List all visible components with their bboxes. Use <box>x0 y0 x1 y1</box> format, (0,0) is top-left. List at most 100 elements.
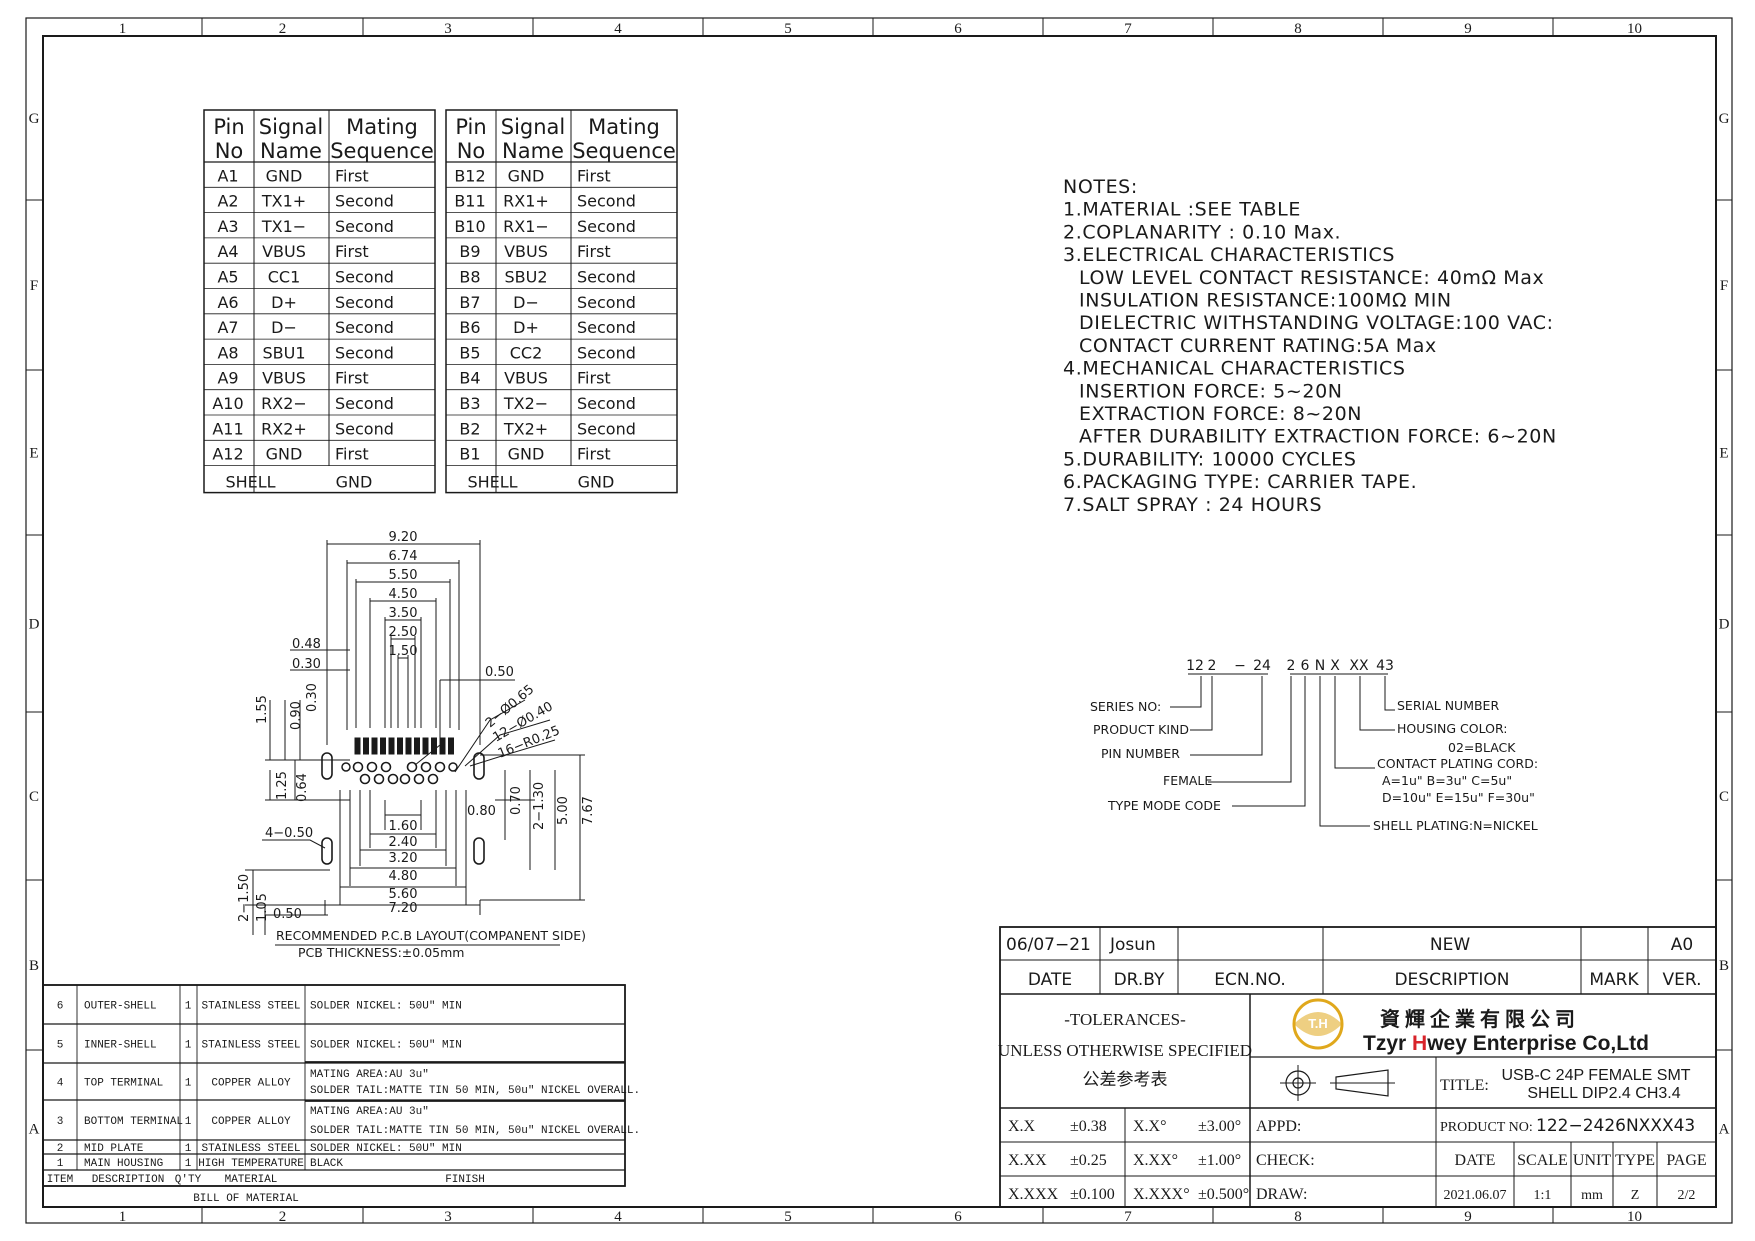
label-text: TYPE <box>1615 1152 1655 1169</box>
label-text: SBU1 <box>262 343 305 362</box>
pin-hole <box>366 761 378 773</box>
label-text: 8 <box>1294 1209 1302 1225</box>
label-text: STAINLESS STEEL <box>201 1001 300 1013</box>
label-text: TX2+ <box>503 419 548 438</box>
label-text: ±3.00° <box>1198 1118 1241 1135</box>
label-text: F <box>30 278 38 294</box>
label-text: Name <box>260 139 322 163</box>
label-text: TYPE MODE CODE <box>1107 798 1221 813</box>
label-text: T.H <box>1308 1016 1328 1031</box>
label-text: G <box>1719 111 1730 127</box>
company-name-part: wey Enterprise Co,Ltd <box>1426 1032 1649 1055</box>
label-text: 6 <box>1301 658 1310 674</box>
label-text: RECOMMENDED P.C.B LAYOUT(COMPANENT SIDE) <box>276 928 586 943</box>
label-text: SOLDER NICKEL: 50U" MIN <box>310 1001 462 1013</box>
label-text: ±1.00° <box>1198 1152 1241 1169</box>
label-text: N <box>1315 658 1325 674</box>
label-text: B <box>29 958 39 974</box>
label-text: 24 <box>1253 658 1271 674</box>
smt-pad <box>448 737 454 755</box>
label-text: B6 <box>459 318 480 337</box>
label-text: F <box>1720 278 1728 294</box>
label-text: 4.80 <box>389 869 418 884</box>
label-text: X.XX <box>1008 1152 1047 1169</box>
peg-hole <box>341 762 351 772</box>
label-text: SOLDER NICKEL: 50U" MIN <box>310 1040 462 1052</box>
label-text: Mating <box>588 115 660 139</box>
label-text: 2.COPLANARITY : 0.10 Max. <box>1063 221 1341 243</box>
pin-hole <box>359 773 371 785</box>
label-text: 5 <box>784 1209 792 1225</box>
label-text: PCB THICKNESS:±0.05mm <box>298 945 464 960</box>
peg-hole <box>448 762 458 772</box>
label-text: 2 <box>279 21 287 37</box>
label-text: 1:1 <box>1534 1188 1552 1203</box>
label-text: A <box>1719 1122 1730 1138</box>
label-text: PIN NUMBER <box>1101 746 1180 761</box>
label-text: G <box>29 111 40 127</box>
label-text: INNER-SHELL <box>84 1040 157 1052</box>
label-text: COPPER ALLOY <box>211 1078 291 1090</box>
label-text: B4 <box>459 369 480 388</box>
company-logo-mark <box>1294 1012 1342 1036</box>
label-text: PAGE <box>1666 1152 1706 1169</box>
label-text: 0.30 <box>292 657 321 672</box>
label-text: GND <box>508 445 545 464</box>
label-text: 7 <box>1124 21 1132 37</box>
label-text: GND <box>266 445 303 464</box>
label-text: C <box>29 789 39 805</box>
label-text: 資 輝 企 業 有 限 公 司 <box>1380 1007 1575 1031</box>
label-text: 2.50 <box>389 625 418 640</box>
label-text: First <box>577 242 611 261</box>
label-text: ITEM <box>47 1174 73 1186</box>
label-text: Sequence <box>572 139 676 163</box>
label-text: B2 <box>459 419 480 438</box>
label-text: UNLESS OTHERWISE SPECIFIED <box>998 1041 1252 1060</box>
company-name-part: H <box>1412 1032 1427 1055</box>
label-text: 9 <box>1464 1209 1472 1225</box>
label-text: Pin <box>213 115 244 139</box>
label-text: A3 <box>217 217 238 236</box>
label-text: SOLDER TAIL:MATTE TIN 50 MIN, 50u" NICKE… <box>310 1085 640 1097</box>
pin-hole <box>352 761 364 773</box>
label-text: 5 <box>784 21 792 37</box>
label-text: First <box>577 445 611 464</box>
label-text: PRODUCT NO: <box>1440 1120 1533 1135</box>
label-text: 5.60 <box>389 887 418 902</box>
pin-hole <box>380 761 392 773</box>
label-text: BLACK <box>310 1158 343 1170</box>
label-text: 1 <box>119 1209 127 1225</box>
label-text: 9.20 <box>389 530 418 545</box>
label-text: Second <box>577 394 636 413</box>
label-text: 6 <box>954 21 962 37</box>
label-text: First <box>335 445 369 464</box>
label-text: TX1− <box>261 217 306 236</box>
label-text: RX1− <box>503 217 549 236</box>
label-text: GND <box>336 473 373 492</box>
smt-pad <box>380 737 386 755</box>
frame-row-ticks <box>26 199 1732 1051</box>
label-text: VBUS <box>504 242 548 261</box>
label-text: 6 <box>954 1209 962 1225</box>
label-text: DATE <box>1455 1152 1496 1169</box>
part-code-diagram <box>1170 673 1395 827</box>
label-text: 1.55 <box>255 695 270 724</box>
label-text: X.XXX° <box>1133 1186 1190 1203</box>
label-text: SERIAL NUMBER <box>1397 698 1499 713</box>
label-text: 0.30 <box>305 683 320 712</box>
label-text: CONTACT PLATING CORD: <box>1377 756 1538 771</box>
label-text: DR.BY <box>1114 970 1165 990</box>
pin-hole <box>427 773 439 785</box>
label-text: 3.ELECTRICAL CHARACTERISTICS <box>1063 244 1395 266</box>
pin-hole <box>399 773 411 785</box>
smt-pad <box>422 737 429 755</box>
label-text: 1.60 <box>389 819 418 834</box>
label-text: A12 <box>212 445 243 464</box>
label-text: − <box>1234 658 1246 674</box>
label-text: 2 <box>57 1143 64 1155</box>
label-text: Second <box>577 217 636 236</box>
label-text: TX2− <box>503 394 548 413</box>
label-text: VER. <box>1663 970 1702 990</box>
